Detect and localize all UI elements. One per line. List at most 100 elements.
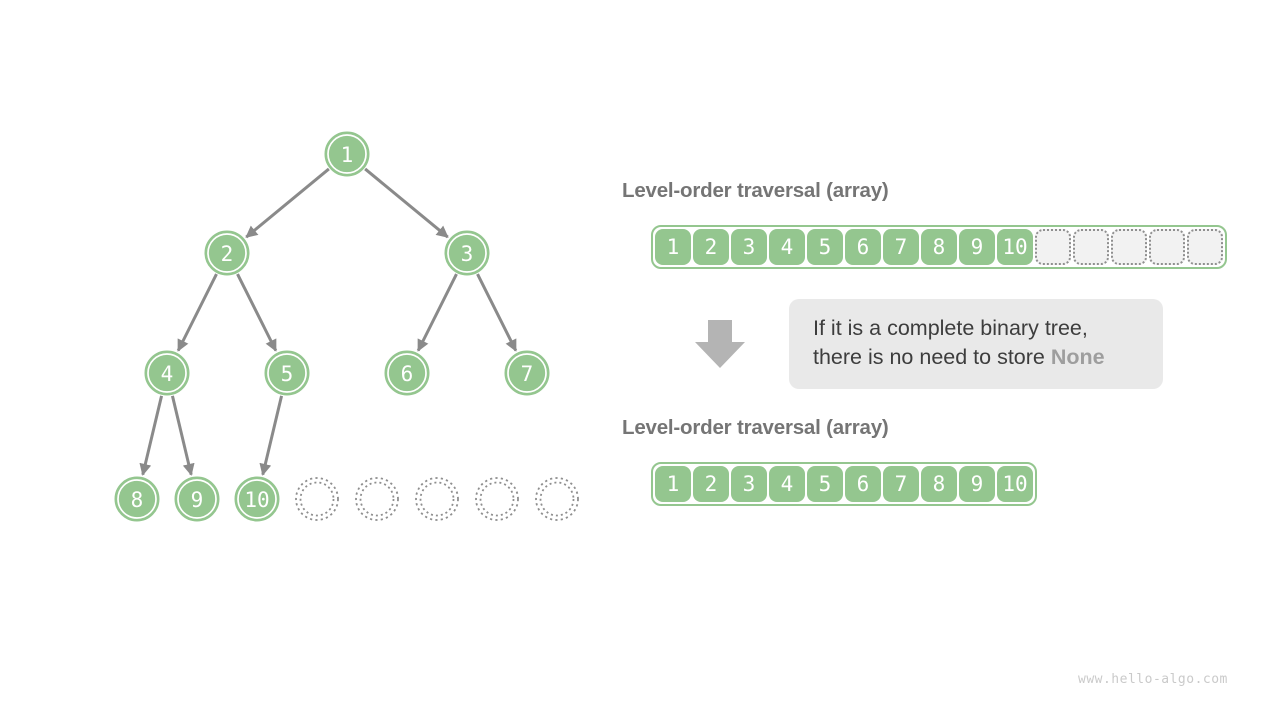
binary-tree-diagram: 1 2 3 4 5 6 7 8 9 10 bbox=[114, 131, 579, 522]
tree-empty-node bbox=[295, 477, 339, 521]
tree-node-ring bbox=[507, 353, 547, 393]
watermark: www.hello-algo.com bbox=[1078, 672, 1228, 687]
tree-node-label: 9 bbox=[191, 488, 204, 512]
tree-node-ring bbox=[207, 233, 247, 273]
tree-node: 10 bbox=[234, 476, 280, 522]
tree-node-circle bbox=[324, 131, 370, 177]
tree-node-ring bbox=[147, 353, 187, 393]
tree-node: 9 bbox=[174, 476, 220, 522]
tree-edge bbox=[245, 167, 330, 239]
tree-node-ring bbox=[447, 233, 487, 273]
array-cell: 2 bbox=[693, 229, 729, 265]
array-cell: 1 bbox=[655, 466, 691, 502]
tree-node-circle bbox=[384, 350, 430, 396]
tree-empty-outer-ring bbox=[535, 477, 579, 521]
tree-empty-outer-ring bbox=[295, 477, 339, 521]
array-empty-cell bbox=[1149, 229, 1185, 265]
tree-node: 1 bbox=[324, 131, 370, 177]
tree-node: 6 bbox=[384, 350, 430, 396]
tree-node-circle bbox=[504, 350, 550, 396]
tree-edge bbox=[364, 167, 449, 239]
tree-empty-node bbox=[475, 477, 519, 521]
array-empty-cell bbox=[1073, 229, 1109, 265]
array-cell: 4 bbox=[769, 229, 805, 265]
array-cell: 9 bbox=[959, 229, 995, 265]
tree-node-ring bbox=[177, 479, 217, 519]
tree-empty-node bbox=[535, 477, 579, 521]
tree-node: 7 bbox=[504, 350, 550, 396]
tree-node-ring bbox=[237, 479, 277, 519]
array-cell: 10 bbox=[997, 466, 1033, 502]
down-arrow-icon bbox=[695, 320, 745, 368]
tree-empty-inner-ring bbox=[479, 481, 515, 517]
callout-none-keyword: None bbox=[1050, 345, 1105, 369]
tree-node-circle bbox=[444, 230, 490, 276]
array-cell: 1 bbox=[655, 229, 691, 265]
array-empty-cell bbox=[1035, 229, 1071, 265]
tree-empty-inner-ring bbox=[419, 481, 455, 517]
tree-node-circle bbox=[114, 476, 160, 522]
tree-edge bbox=[236, 273, 278, 352]
tree-node: 4 bbox=[144, 350, 190, 396]
callout-note: If it is a complete binary tree, there i… bbox=[789, 299, 1163, 389]
tree-node-label: 1 bbox=[341, 143, 354, 167]
tree-empty-inner-ring bbox=[359, 481, 395, 517]
tree-node-label: 7 bbox=[521, 362, 534, 386]
tree-node-circle bbox=[234, 476, 280, 522]
tree-edge bbox=[416, 273, 458, 352]
tree-node-label: 8 bbox=[131, 488, 144, 512]
tree-node-label: 4 bbox=[161, 362, 174, 386]
array-cell: 2 bbox=[693, 466, 729, 502]
tree-edge bbox=[139, 395, 164, 476]
tree-empty-inner-ring bbox=[539, 481, 575, 517]
tree-node: 2 bbox=[204, 230, 250, 276]
array-empty-cell bbox=[1187, 229, 1223, 265]
tree-edge bbox=[259, 395, 284, 476]
array-cell: 3 bbox=[731, 229, 767, 265]
tree-empty-outer-ring bbox=[415, 477, 459, 521]
array-cell: 5 bbox=[807, 229, 843, 265]
tree-node-circle bbox=[144, 350, 190, 396]
array-cell: 7 bbox=[883, 229, 919, 265]
array-cell: 8 bbox=[921, 466, 957, 502]
array-cell: 10 bbox=[997, 229, 1033, 265]
tree-node-label: 6 bbox=[401, 362, 414, 386]
array-cell: 6 bbox=[845, 229, 881, 265]
array-empty-cell bbox=[1111, 229, 1147, 265]
tree-node-ring bbox=[327, 134, 367, 174]
tree-empty-inner-ring bbox=[299, 481, 335, 517]
tree-empty-outer-ring bbox=[355, 477, 399, 521]
tree-edge bbox=[476, 273, 518, 352]
array-cell: 7 bbox=[883, 466, 919, 502]
tree-empty-node bbox=[415, 477, 459, 521]
array-cell: 4 bbox=[769, 466, 805, 502]
array-cell: 8 bbox=[921, 229, 957, 265]
tree-node-label: 3 bbox=[461, 242, 474, 266]
tree-node: 8 bbox=[114, 476, 160, 522]
array-cell: 9 bbox=[959, 466, 995, 502]
tree-node-label: 2 bbox=[221, 242, 234, 266]
tree-node-circle bbox=[264, 350, 310, 396]
tree-node-ring bbox=[117, 479, 157, 519]
array-cell: 5 bbox=[807, 466, 843, 502]
top-array-heading: Level-order traversal (array) bbox=[622, 179, 889, 202]
tree-node-circle bbox=[204, 230, 250, 276]
tree-empty-outer-ring bbox=[475, 477, 519, 521]
array-cell: 6 bbox=[845, 466, 881, 502]
tree-node-ring bbox=[267, 353, 307, 393]
tree-node-circle bbox=[174, 476, 220, 522]
bottom-array-heading: Level-order traversal (array) bbox=[622, 416, 889, 439]
tree-edge bbox=[176, 273, 218, 352]
tree-node: 5 bbox=[264, 350, 310, 396]
tree-empty-node bbox=[355, 477, 399, 521]
tree-node-label: 10 bbox=[244, 488, 269, 512]
tree-node: 3 bbox=[444, 230, 490, 276]
callout-line2: there is no need to store bbox=[813, 345, 1051, 369]
callout-line1: If it is a complete binary tree, bbox=[813, 316, 1088, 340]
tree-node-label: 5 bbox=[281, 362, 294, 386]
tree-node-ring bbox=[387, 353, 427, 393]
tree-edge bbox=[170, 395, 195, 476]
